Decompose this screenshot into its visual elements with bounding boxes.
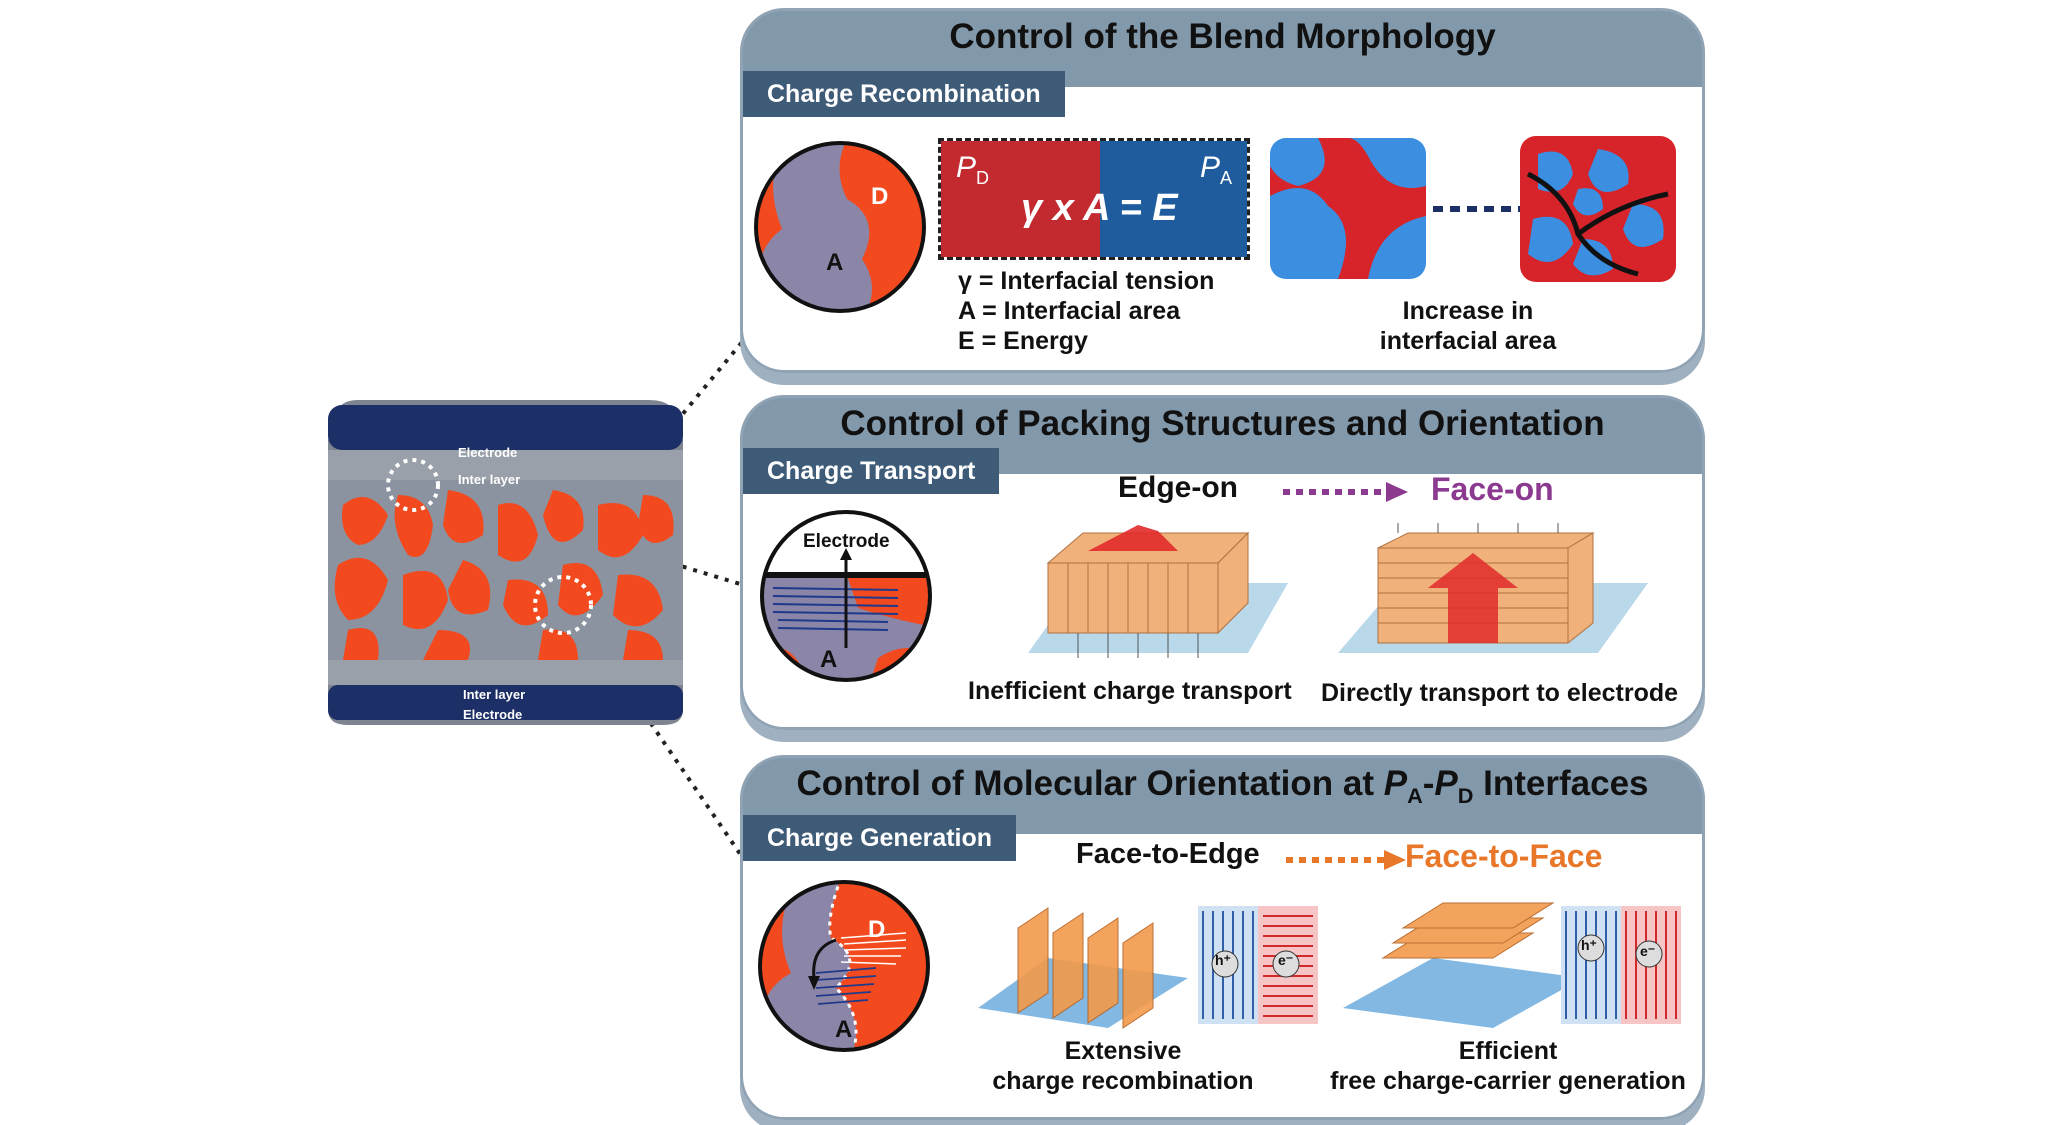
- face-on-label: Face-on: [1431, 471, 1554, 507]
- caption-efficient: Efficient: [1458, 1037, 1558, 1065]
- tag-charge-recombination: Charge Recombination: [743, 71, 1065, 117]
- device-stack: Electrode Inter layer Inter layer Electr…: [328, 395, 683, 730]
- definition-area: A = Interfacial area: [958, 297, 1181, 325]
- panel-3-circle-d: D: [868, 916, 886, 943]
- circle-electrode-label: Electrode: [803, 531, 890, 552]
- device-illustration: [328, 400, 683, 725]
- hole-symbol-2: h⁺: [1581, 937, 1597, 953]
- face-to-face-stack: [1343, 902, 1583, 1028]
- morphology-circle: [754, 141, 926, 313]
- panel-3-circle-a: A: [835, 1016, 853, 1043]
- panel-3-title: Control of Molecular Orientation at PA-P…: [796, 764, 1649, 808]
- interlayer-top-label: Inter layer: [458, 472, 521, 487]
- generation-circle: [758, 880, 930, 1052]
- edge-to-face-arrow: [1283, 482, 1408, 502]
- panel-2-circle-a: A: [820, 646, 838, 673]
- edge-to-face-arrow-2: [1286, 850, 1406, 870]
- electron-symbol-1: e⁻: [1278, 952, 1294, 968]
- pd-symbol: PD: [956, 151, 990, 188]
- caption-inefficient-transport: Inefficient charge transport: [968, 677, 1292, 705]
- definition-energy: E = Energy: [958, 327, 1088, 355]
- hole-symbol-1: h⁺: [1215, 952, 1231, 968]
- face-to-face-interface: [1561, 906, 1681, 1024]
- face-to-edge-label: Face-to-Edge: [1076, 838, 1260, 870]
- equation-box: PD PA γ x A = E: [938, 138, 1250, 260]
- increase-label-line-2: interfacial area: [1379, 327, 1557, 355]
- panel-2-title: Control of Packing Structures and Orient…: [840, 404, 1605, 443]
- edge-on-stack: [1028, 525, 1288, 658]
- panel-1-circle-a: A: [826, 249, 844, 276]
- caption-direct-transport: Directly transport to electrode: [1321, 679, 1679, 707]
- face-to-face-label: Face-to-Face: [1405, 838, 1603, 874]
- definition-gamma: γ = Interfacial tension: [958, 267, 1215, 295]
- panel-1-title: Control of the Blend Morphology: [949, 17, 1496, 56]
- face-on-stack: [1338, 523, 1648, 653]
- panel-packing-structures: Control of Packing Structures and Orient…: [740, 395, 1705, 730]
- electrode-bottom-label: Electrode: [463, 707, 523, 722]
- panel-molecular-orientation: Control of Molecular Orientation at PA-P…: [740, 755, 1705, 1120]
- panel-blend-morphology: Control of the Blend Morphology Charge R…: [740, 8, 1705, 373]
- electrode-top-label: Electrode: [458, 445, 518, 460]
- equation-text: γ x A = E: [1021, 187, 1178, 229]
- tag-charge-transport: Charge Transport: [743, 448, 1000, 494]
- edge-on-label: Edge-on: [1118, 471, 1238, 504]
- morphology-texture-before: [1270, 138, 1426, 279]
- face-to-edge-stack: [978, 907, 1188, 1029]
- caption-charge-recombination: charge recombination: [992, 1067, 1254, 1095]
- zoom-circle-top: [386, 458, 440, 512]
- panel-1-circle-d: D: [871, 183, 889, 210]
- pa-symbol: PA: [1199, 151, 1232, 188]
- electron-symbol-2: e⁻: [1640, 943, 1656, 959]
- tag-charge-generation: Charge Generation: [743, 815, 1017, 861]
- zoom-circle-mid: [533, 575, 593, 635]
- interlayer-bottom-label: Inter layer: [463, 687, 526, 702]
- increase-label-line-1: Increase in: [1402, 297, 1534, 325]
- face-to-edge-interface: [1198, 906, 1318, 1024]
- caption-extensive: Extensive: [1064, 1037, 1182, 1065]
- morphology-texture-after: [1520, 136, 1676, 282]
- transport-circle: [760, 510, 932, 682]
- caption-free-carrier-generation: free charge-carrier generation: [1330, 1067, 1686, 1095]
